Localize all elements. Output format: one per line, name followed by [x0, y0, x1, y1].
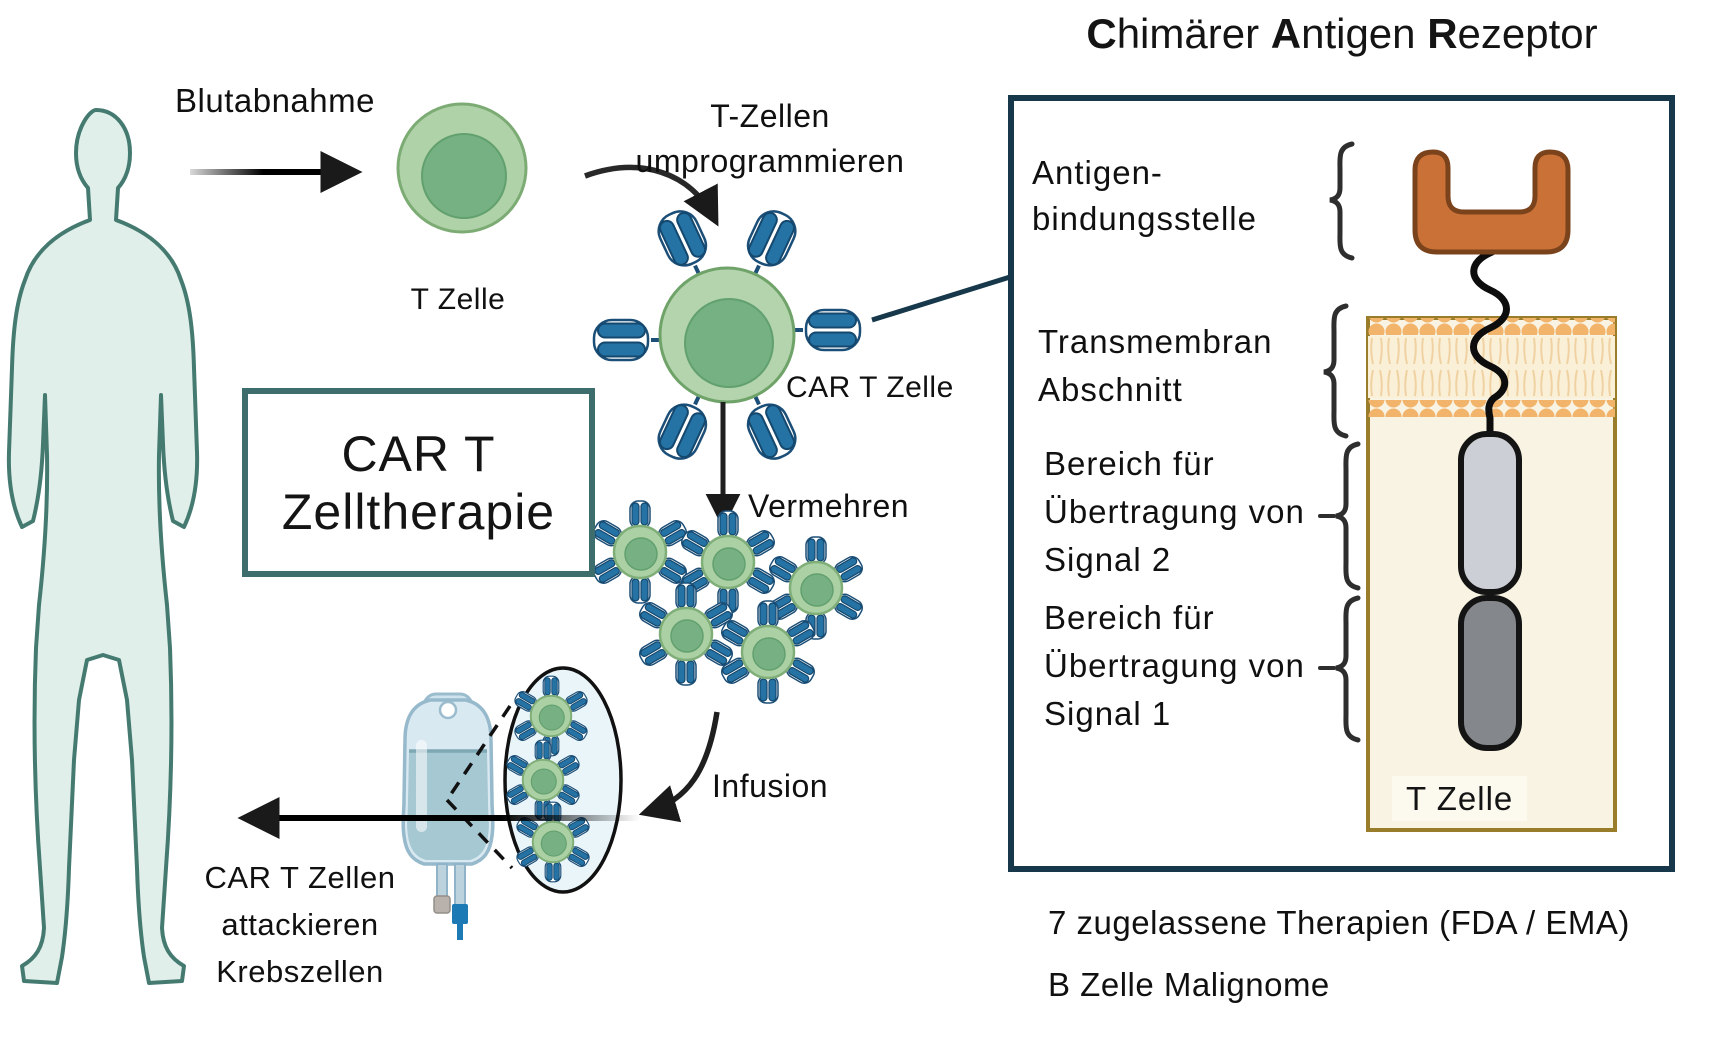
t-cell [396, 102, 528, 234]
brace-transmembran [1323, 303, 1349, 439]
patient-body-silhouette [6, 108, 200, 985]
attack-label: CAR T Zellen attackieren Krebszellen [204, 860, 396, 989]
t-cell-panel-caption: T Zelle [1392, 776, 1528, 821]
t-cell-caption: T Zelle [410, 283, 506, 316]
title-bold-c: C [1086, 10, 1117, 57]
t-cell-panel-caption-wrap: T Zelle [1392, 776, 1528, 821]
blutabnahme-label: Blutabnahme [175, 82, 375, 119]
antigen-binding-label: Antigen- bindungsstelle [1032, 154, 1257, 237]
signal2-domain [1458, 431, 1522, 595]
car-t-cell-caption: CAR T Zelle [786, 371, 954, 404]
braces [1318, 141, 1361, 743]
umprogrammieren-arrow [584, 164, 719, 227]
footer-notes: 7 zugelassene Therapien (FDA / EMA) B Ze… [1048, 892, 1630, 1016]
car-t-cell-cluster [591, 501, 865, 703]
receptor-callout-line [871, 274, 1011, 323]
receptor-panel-graphics [1318, 141, 1617, 832]
therapy-box-line2: Zelltherapie [281, 483, 556, 540]
receptor-panel-box [1008, 95, 1675, 872]
signal1-domain [1458, 595, 1522, 751]
title-bold-a: A [1270, 10, 1302, 57]
receptor-linker-squiggle [1470, 248, 1510, 440]
footer-line1: 7 zugelassene Therapien (FDA / EMA) [1048, 904, 1630, 941]
footer-line2: B Zelle Malignome [1048, 966, 1330, 1003]
antigen-binding-site-shape [1412, 149, 1571, 255]
vermehren-label: Vermehren [748, 488, 910, 524]
signal1-label: Bereich für Übertragung von Signal 1 [1044, 599, 1305, 732]
therapy-box-line1: CAR T [341, 425, 496, 482]
brace-antigen [1329, 141, 1355, 261]
infusion-arrow [638, 711, 720, 823]
therapy-title-box: CAR T Zelltherapie [242, 388, 595, 577]
transmembran-label: Transmembran Abschnitt [1038, 323, 1273, 408]
iv-bag-liquid [407, 751, 489, 860]
page-title: Chimärer Antigen Rezeptor [1086, 10, 1598, 57]
reprogram-label: T-Zellen umprogrammieren [635, 98, 905, 179]
car-t-cell [592, 203, 862, 467]
cell-suspension-callout [503, 666, 623, 894]
infusion-label: Infusion [712, 768, 829, 804]
magnifier-dashed-lines [445, 705, 514, 870]
signal2-label: Bereich für Übertragung von Signal 2 [1044, 445, 1305, 578]
title-bold-r: R [1427, 10, 1458, 57]
